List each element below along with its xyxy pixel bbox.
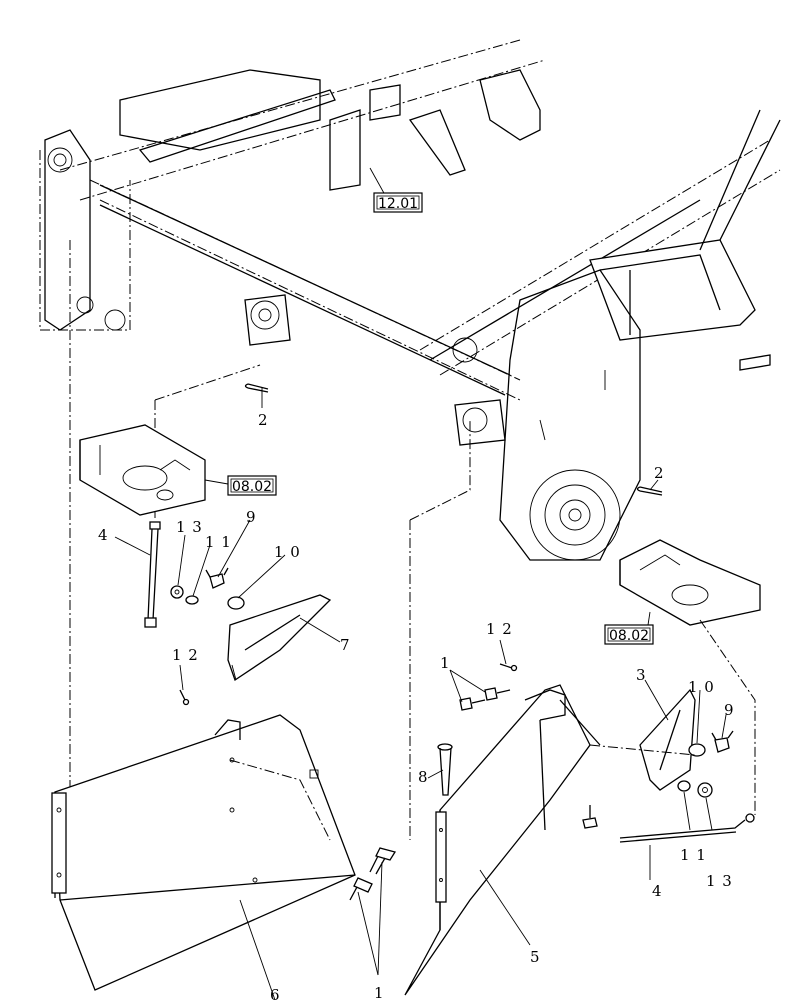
callout-7: 7 xyxy=(340,636,351,654)
callout-numbers: 2 4 1 3 1 1 9 1 0 7 1 2 2 1 2 1 8 5 3 1 … xyxy=(98,411,735,1000)
callout-3: 3 xyxy=(636,666,647,684)
pin-8 xyxy=(437,743,453,796)
reference-label: 08.02 xyxy=(232,479,272,495)
fasteners-right xyxy=(677,730,734,798)
callout-13-left: 1 3 xyxy=(176,518,203,536)
reference-box-12-01: 12.01 xyxy=(369,167,423,213)
reference-box-08-02-left: 08.02 xyxy=(204,475,277,496)
callout-4-right: 4 xyxy=(652,882,663,900)
callout-2-right: 2 xyxy=(654,464,665,482)
callout-1-right: 1 xyxy=(440,654,451,672)
deflector-5 xyxy=(404,684,601,996)
callout-11-left: 1 1 xyxy=(205,533,232,551)
callout-1-left: 1 xyxy=(374,984,385,1000)
bolts-1-right xyxy=(459,687,511,711)
leader-lines xyxy=(114,388,727,1000)
callout-5: 5 xyxy=(530,948,541,966)
pin-12-left xyxy=(179,689,190,706)
fasteners-left xyxy=(170,567,245,610)
pin-12-right xyxy=(499,663,518,672)
deflector-6 xyxy=(51,714,356,991)
callout-13-right: 1 3 xyxy=(706,872,733,890)
callout-11-right: 1 1 xyxy=(680,846,707,864)
rod-4-right xyxy=(619,813,755,843)
bolt-small-right xyxy=(582,805,598,829)
frame-assembly xyxy=(39,39,781,840)
left-mount-bracket xyxy=(79,424,206,516)
callout-12-left: 1 2 xyxy=(172,646,199,664)
right-mount-bracket xyxy=(619,539,761,626)
reference-label: 08.02 xyxy=(609,628,649,644)
callout-2-left: 2 xyxy=(258,411,269,429)
pin-2-left xyxy=(244,383,269,393)
rod-4-left xyxy=(144,521,161,628)
callout-6: 6 xyxy=(270,986,281,1000)
callout-4-left: 4 xyxy=(98,526,109,544)
callout-9-right: 9 xyxy=(724,701,735,719)
pin-2-right xyxy=(636,486,663,496)
callout-10-right: 1 0 xyxy=(688,678,715,696)
shield-3 xyxy=(639,688,696,791)
bolts-1-left xyxy=(349,847,397,901)
reference-label: 12.01 xyxy=(378,196,418,212)
reference-box-08-02-right: 08.02 xyxy=(604,611,654,645)
callout-12-right: 1 2 xyxy=(486,620,513,638)
shield-7 xyxy=(227,594,332,682)
callout-10-left: 1 0 xyxy=(274,543,301,561)
callout-8: 8 xyxy=(418,768,429,786)
callout-9-left: 9 xyxy=(246,508,257,526)
